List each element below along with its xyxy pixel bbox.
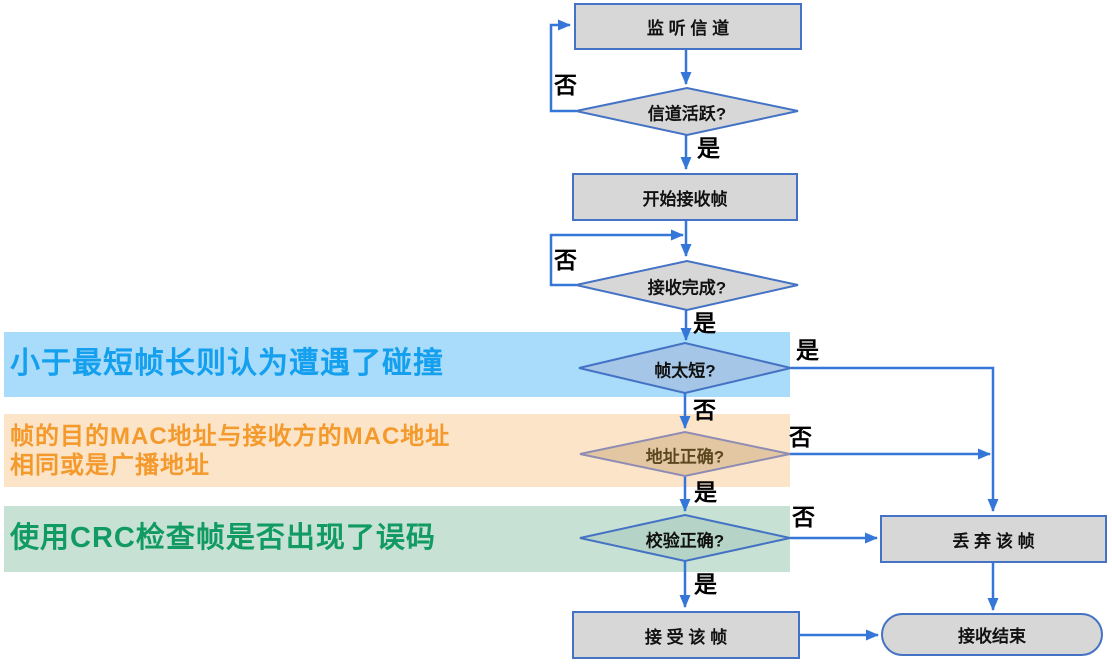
decision-frame-too-short [578, 341, 792, 395]
edge-label-complete-yes: 是 [693, 310, 716, 336]
edge-tooshort-yes [791, 366, 999, 512]
process-listen-channel: 监 听 信 道 [574, 3, 802, 50]
edge-label-complete-no: 否 [554, 247, 577, 273]
decision-channel-active-label: 信道活跃? [647, 104, 727, 124]
annotation-too-short-text: 小于最短帧长则认为遭遇了碰撞 [10, 347, 444, 381]
annotation-address-text-line2: 相同或是广播地址 [10, 451, 210, 479]
edge-label-tooshort-no: 否 [693, 397, 716, 423]
decision-crc-correct [579, 513, 791, 563]
process-start-receive-frame: 开始接收帧 [572, 173, 798, 221]
decision-address-correct [579, 430, 791, 478]
edge-label-address-no: 否 [789, 424, 812, 450]
decision-receive-complete-label: 接收完成? [647, 278, 727, 298]
edge-complete-no-loop [549, 229, 684, 287]
edge-label-active-no: 否 [554, 72, 577, 98]
decision-channel-active [575, 86, 799, 137]
annotation-address-text-line1: 帧的目的MAC地址与接收方的MAC地址 [10, 422, 451, 450]
decision-frame-too-short-label: 帧太短? [654, 361, 716, 381]
edge-label-crc-no: 否 [792, 504, 815, 530]
decision-crc-correct-label: 校验正确? [645, 531, 725, 551]
decision-address-correct-label: 地址正确? [645, 447, 725, 467]
annotation-crc-text: 使用CRC检查帧是否出现了误码 [10, 522, 436, 555]
decision-receive-complete [575, 259, 799, 312]
edge-label-address-yes: 是 [694, 479, 717, 505]
terminator-receive-end: 接收结束 [881, 613, 1103, 656]
process-discard-frame: 丢 弃 该 帧 [880, 515, 1107, 563]
edge-label-crc-yes: 是 [694, 571, 717, 597]
edge-active-no-loop [549, 19, 576, 113]
process-accept-frame: 接 受 该 帧 [572, 611, 800, 659]
edge-label-active-yes: 是 [697, 135, 720, 161]
edge-label-tooshort-yes: 是 [796, 337, 819, 363]
